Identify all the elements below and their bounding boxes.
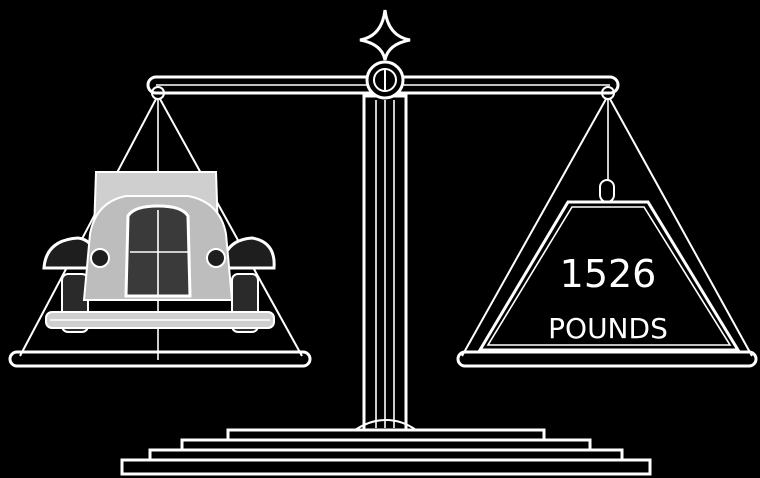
- left-pan: [10, 352, 310, 366]
- weight-value: 1526: [560, 252, 657, 296]
- pivot-ring-icon: [367, 62, 403, 98]
- scale-base: [122, 420, 650, 474]
- right-pan: [458, 352, 756, 366]
- automobile-illustration: [44, 172, 274, 332]
- four-point-star-icon: [360, 10, 410, 60]
- weight-unit: POUNDS: [548, 312, 668, 345]
- scale-column: [364, 96, 406, 430]
- weight-block: 1526 POUNDS: [480, 180, 738, 350]
